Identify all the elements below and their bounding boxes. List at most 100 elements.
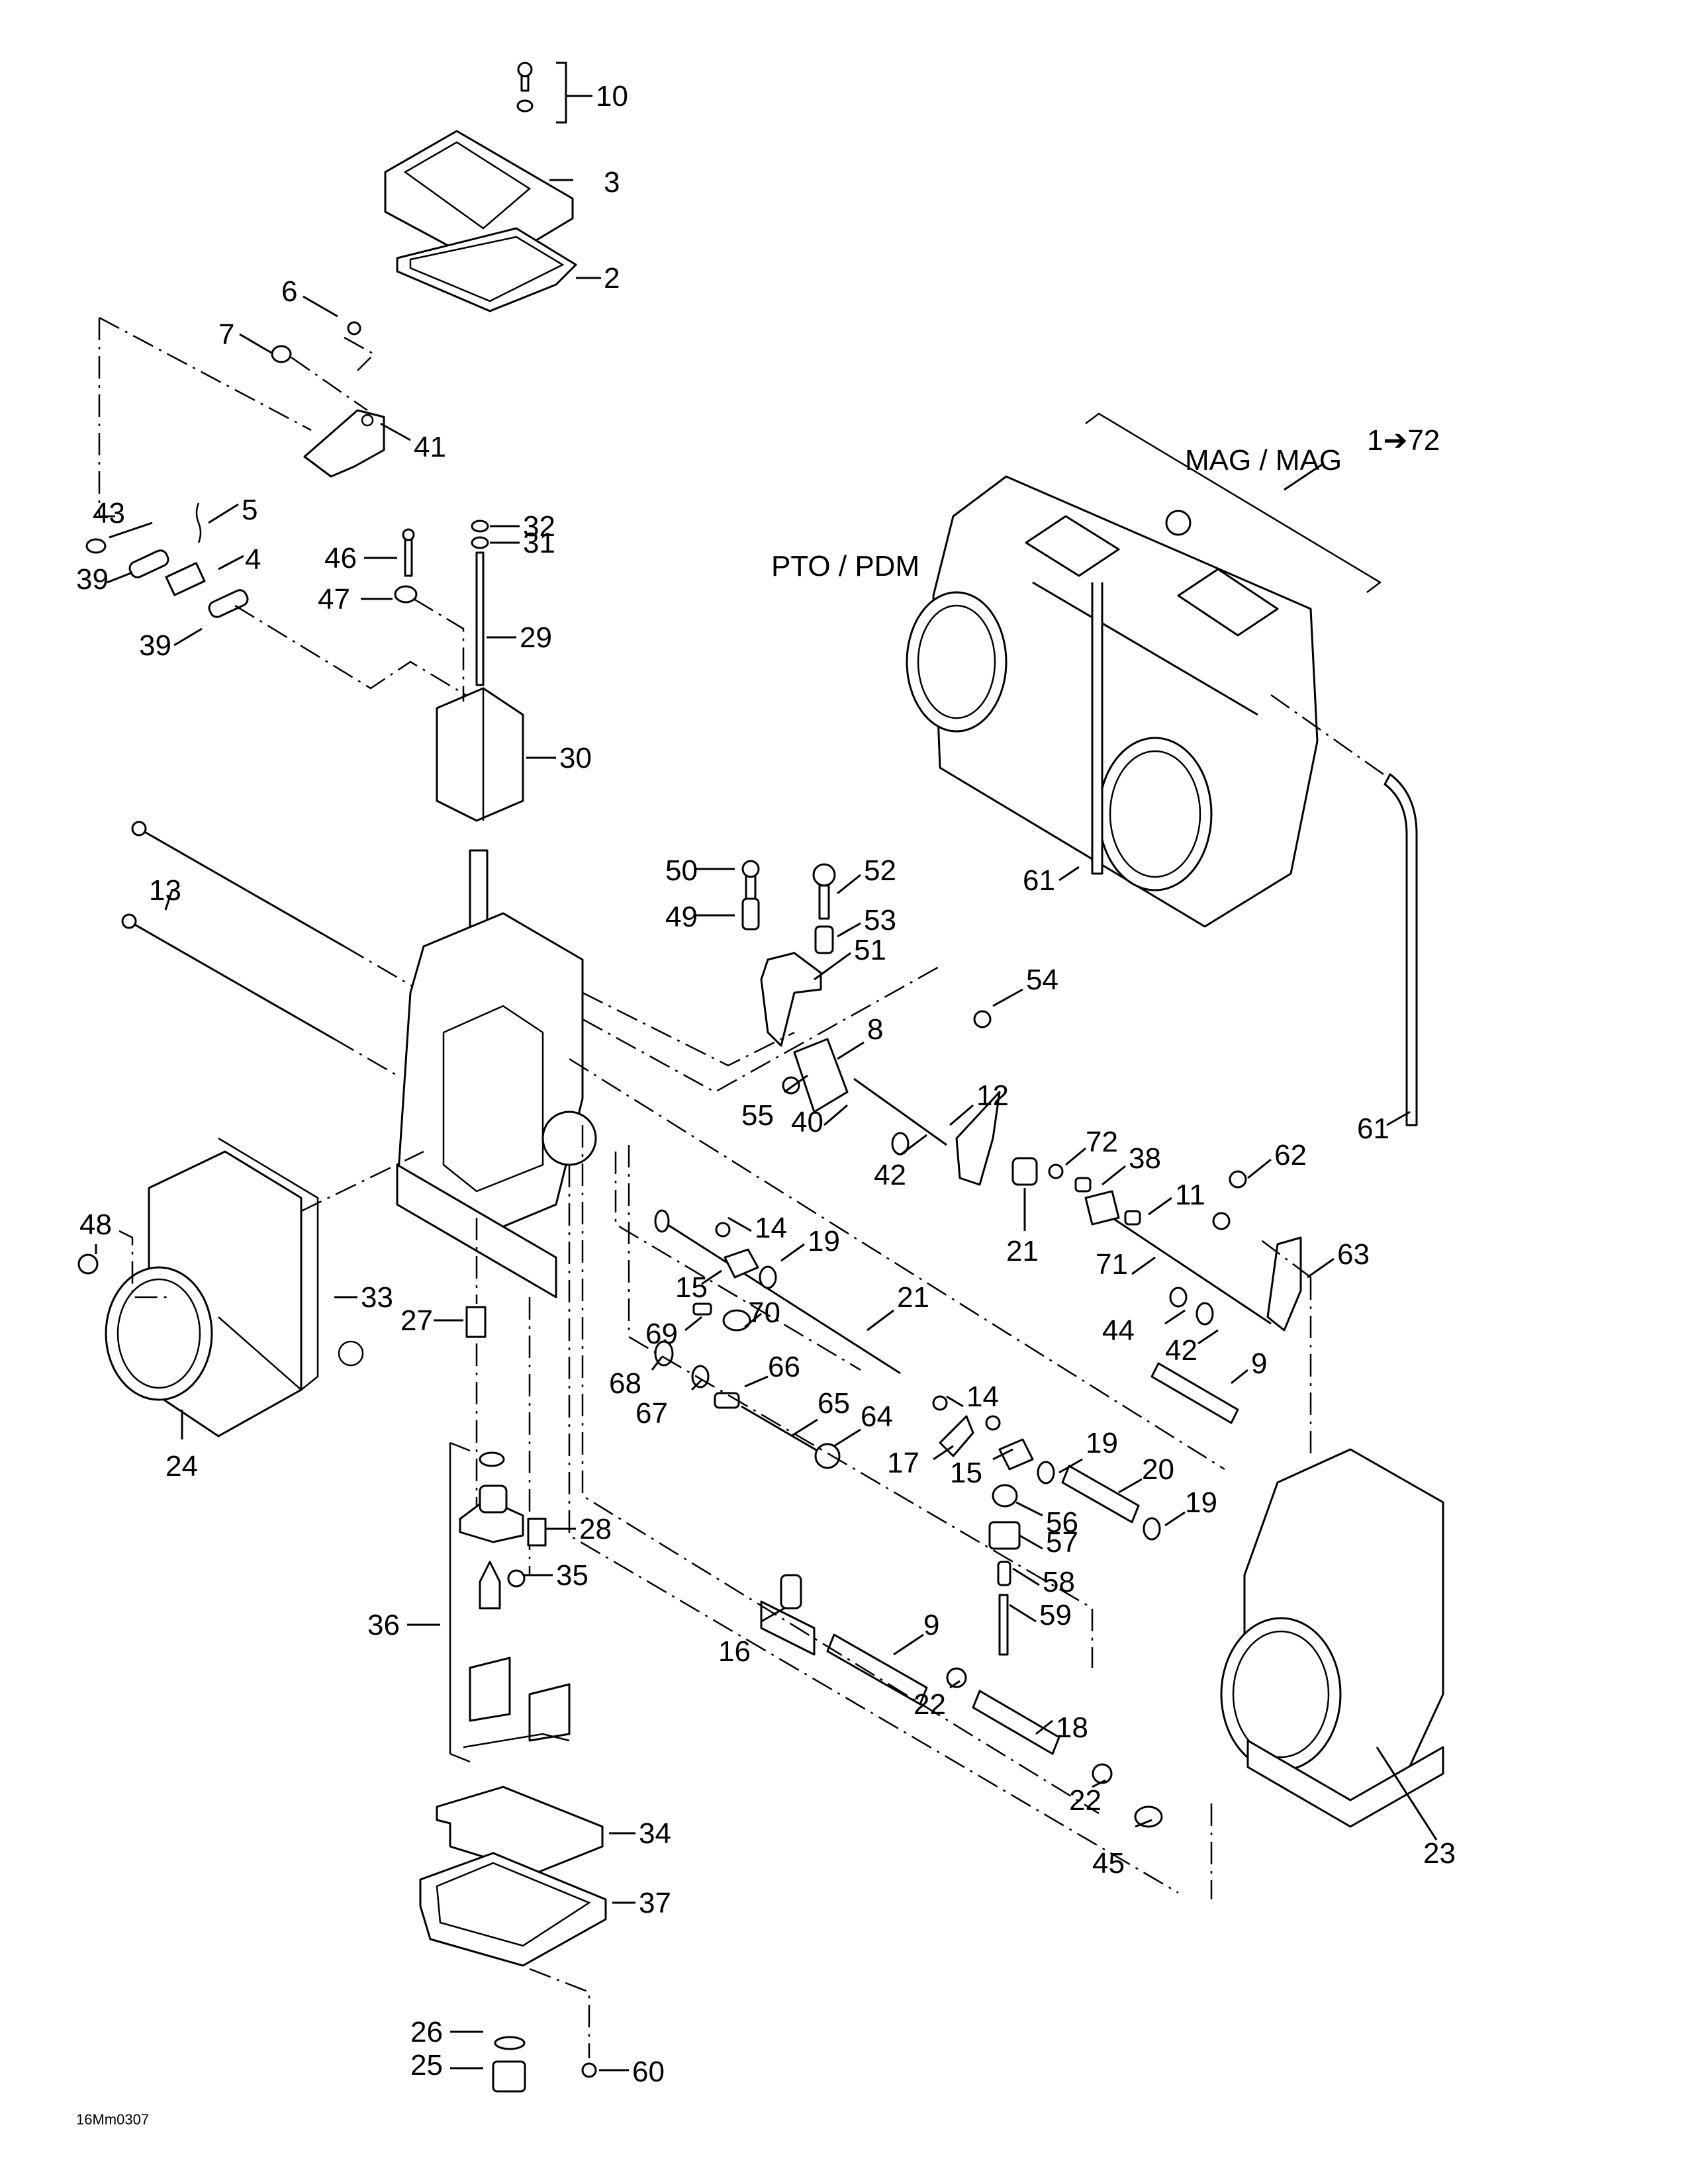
callout-19: 19 (1185, 1486, 1217, 1519)
top-cover-gasket (396, 227, 577, 312)
washer-19a (759, 1265, 777, 1289)
long-screw-13 (121, 821, 345, 1040)
callout-46: 46 (324, 542, 357, 574)
callout-35: 35 (556, 1559, 588, 1592)
spring-8 (793, 1038, 849, 1113)
assembly-line (291, 356, 368, 412)
callout-7: 7 (218, 318, 234, 351)
callout-58: 58 (1043, 1566, 1075, 1598)
callout-43: 43 (93, 497, 125, 529)
callout-19: 19 (808, 1225, 840, 1257)
o-ring-26 (494, 2036, 526, 2050)
callout-55: 55 (741, 1099, 774, 1132)
callout-67: 67 (635, 1397, 668, 1430)
callout-14: 14 (966, 1381, 999, 1413)
callout-5: 5 (242, 494, 258, 526)
callout-23: 23 (1423, 1837, 1456, 1870)
bracket-15a (724, 1248, 759, 1279)
jet-needle-29 (475, 551, 485, 686)
bowl-gasket-34 (436, 1786, 604, 1874)
screw-14b (932, 1395, 1001, 1431)
callout-21: 21 (897, 1281, 929, 1314)
assembly-line (118, 1230, 172, 1298)
callout-38: 38 (1129, 1142, 1161, 1175)
screw-6 (347, 321, 361, 336)
assembly-line (582, 991, 795, 1067)
drain-plug-25 (492, 2060, 526, 2093)
float-assembly-36 (449, 1441, 571, 1763)
callout-54: 54 (1026, 964, 1058, 996)
callout-61: 61 (1357, 1113, 1389, 1145)
screw-46 (402, 528, 415, 577)
callout-50: 50 (665, 854, 698, 887)
callout-2: 2 (604, 262, 620, 295)
screw-69 (692, 1302, 712, 1316)
screw-52 (812, 863, 836, 920)
tube-18 (972, 1690, 1060, 1755)
callout-52: 52 (864, 854, 896, 887)
callout-59: 59 (1039, 1599, 1072, 1631)
callout-41: 41 (414, 431, 446, 463)
assembly-line (344, 945, 424, 994)
bushing-7 (271, 345, 292, 363)
bracket-51 (760, 952, 822, 1047)
assembly-line (98, 318, 119, 518)
callout-22: 22 (1069, 1784, 1102, 1817)
callout-34: 34 (639, 1817, 671, 1850)
callout-42: 42 (874, 1159, 906, 1191)
callout-17: 17 (887, 1447, 919, 1479)
callout-18: 18 (1056, 1711, 1088, 1744)
pto-label: PTO / PDM (771, 550, 919, 582)
intake-adaptor-24 (105, 1150, 303, 1437)
callout-42: 42 (1165, 1334, 1197, 1367)
callout-49: 49 (665, 901, 698, 933)
clip-32 (471, 520, 489, 533)
callout-26: 26 (410, 2016, 443, 2048)
lever-17 (939, 1415, 974, 1457)
clamp-22a (946, 1667, 967, 1688)
carburetor-body (396, 912, 597, 1298)
spring-58 (997, 1561, 1011, 1586)
callout-16: 16 (718, 1635, 751, 1668)
callout-29: 29 (520, 621, 552, 654)
screw-35 (507, 1569, 526, 1588)
assembly-line (301, 1150, 424, 1212)
spring-49 (741, 897, 760, 931)
washer-42b (1196, 1302, 1214, 1326)
callout-31: 31 (523, 527, 555, 559)
choke-shaft-21 (654, 1209, 901, 1375)
assembly-line (582, 965, 941, 1093)
washer-31 (471, 536, 489, 549)
screw-14a (715, 1222, 731, 1238)
callout-20: 20 (1142, 1453, 1174, 1486)
nut-57 (988, 1521, 1021, 1550)
spring-38 (1074, 1177, 1092, 1193)
lever-63 (1266, 1236, 1302, 1332)
drawing-code: 16Mm0307 (76, 2111, 149, 2128)
linkage-plates (85, 502, 249, 618)
callout-10: 10 (596, 80, 628, 113)
complete-carburetor-assembly (906, 475, 1319, 928)
cap-70 (722, 1309, 751, 1332)
jet-27 (465, 1306, 487, 1338)
assembly-line (581, 1125, 1100, 1815)
callout-71: 71 (1096, 1248, 1128, 1281)
spring-20 (1061, 1465, 1140, 1524)
callout-36: 36 (367, 1609, 400, 1641)
callout-53: 53 (864, 904, 896, 936)
callout-24: 24 (165, 1450, 198, 1482)
assembly-line (1270, 694, 1384, 776)
assembly-line (413, 598, 465, 702)
washer-19c (1143, 1517, 1161, 1541)
washer-67 (691, 1365, 710, 1388)
plunger-59 (998, 1594, 1009, 1656)
retainer-47 (394, 585, 418, 604)
callout-30: 30 (559, 742, 592, 774)
e-clip-44 (1169, 1287, 1188, 1308)
float-bowl-37 (419, 1852, 607, 1967)
callout-14: 14 (755, 1212, 787, 1244)
tube-9a (1150, 1362, 1239, 1424)
cap-45 (1134, 1805, 1163, 1828)
callout-9: 9 (923, 1609, 939, 1641)
callout-6: 6 (281, 275, 297, 308)
